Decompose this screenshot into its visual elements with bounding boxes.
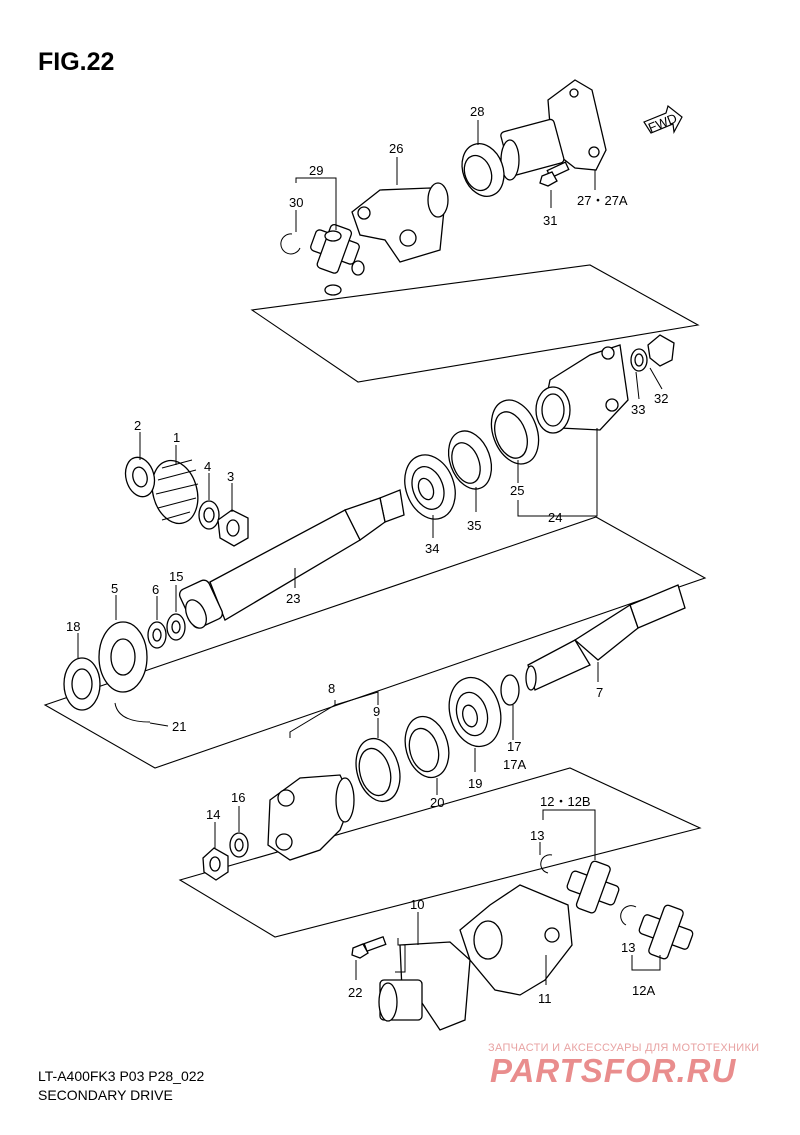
part-12-universal-joint xyxy=(566,860,620,914)
part-32-nut xyxy=(647,334,675,367)
callout-35: 35 xyxy=(467,518,481,533)
callout-12-12b: 12・12B xyxy=(540,794,591,809)
frame-upper xyxy=(250,264,700,383)
part-16-washer xyxy=(229,832,249,858)
callout-11: 11 xyxy=(538,991,552,1006)
part-25-seal xyxy=(490,399,540,465)
callout-labels: 1 2 3 4 5 6 7 8 9 10 11 12・12B 12A 13 13… xyxy=(66,104,668,1006)
callout-34: 34 xyxy=(425,541,439,556)
callout-28: 28 xyxy=(470,104,484,119)
part-14-nut xyxy=(202,847,229,881)
callout-12a: 12A xyxy=(632,983,655,998)
callout-30: 30 xyxy=(289,195,303,210)
part-30-circlip xyxy=(280,233,301,255)
part-5-gear xyxy=(98,621,148,693)
callout-8: 8 xyxy=(328,681,335,696)
callout-26: 26 xyxy=(389,141,403,156)
part-10-flange xyxy=(378,941,471,1031)
callout-14: 14 xyxy=(206,807,220,822)
callout-2: 2 xyxy=(134,418,141,433)
part-31-bolt xyxy=(539,161,570,187)
part-4-washer xyxy=(198,500,220,530)
callout-16: 16 xyxy=(231,790,245,805)
callout-15: 15 xyxy=(169,569,183,584)
part-35-seal xyxy=(447,430,493,490)
callout-20: 20 xyxy=(430,795,444,810)
watermark-tagline: ЗАПЧАСТИ И АКСЕССУАРЫ ДЛЯ МОТОТЕХНИКИ xyxy=(488,1042,760,1054)
part-9-seal xyxy=(355,737,401,803)
part-13-circlip-a xyxy=(540,854,553,874)
callout-19: 19 xyxy=(468,776,482,791)
callout-29: 29 xyxy=(309,163,323,178)
callout-21: 21 xyxy=(172,719,186,734)
callout-24: 24 xyxy=(548,510,562,525)
callout-9: 9 xyxy=(373,704,380,719)
leader-lines xyxy=(77,120,663,985)
part-6-washer xyxy=(147,621,167,649)
callout-31: 31 xyxy=(543,213,557,228)
frame-middle xyxy=(43,516,707,769)
callout-23: 23 xyxy=(286,591,300,606)
callout-32: 32 xyxy=(654,391,668,406)
callout-17: 17 xyxy=(507,739,521,754)
model-code: LT-A400FK3 P03 P28_022 xyxy=(38,1068,205,1084)
callout-13-upper: 13 xyxy=(530,828,544,843)
callout-17a: 17A xyxy=(503,757,526,772)
frame-lower xyxy=(178,767,702,938)
part-11-yoke xyxy=(459,884,573,996)
part-12a-universal-joint xyxy=(638,904,694,960)
callout-7: 7 xyxy=(596,685,603,700)
part-17-circlip xyxy=(500,674,520,706)
callout-1: 1 xyxy=(173,430,180,445)
callout-33: 33 xyxy=(631,402,645,417)
part-23-drive-shaft xyxy=(178,489,405,629)
part-34-bearing xyxy=(404,454,456,520)
part-15-washer xyxy=(166,613,186,641)
part-28-ring xyxy=(461,143,505,197)
part-2-washer xyxy=(124,456,156,498)
watermark-logo: PARTSFOR.RU xyxy=(490,1052,737,1089)
callout-27-27a: 27・27A xyxy=(577,193,628,208)
callout-18: 18 xyxy=(66,619,80,634)
part-24-coupling xyxy=(535,344,629,434)
part-19-bearing xyxy=(448,676,502,748)
callout-13-lower: 13 xyxy=(621,940,635,955)
part-22-bolt xyxy=(351,935,387,959)
callout-6: 6 xyxy=(152,582,159,597)
part-26-yoke xyxy=(351,182,449,263)
part-7-output-shaft xyxy=(525,584,686,691)
callout-5: 5 xyxy=(111,581,118,596)
figure-subtitle: SECONDARY DRIVE xyxy=(38,1087,173,1103)
fwd-arrow-icon: FWD xyxy=(643,104,683,135)
figure-title: FIG.22 xyxy=(38,48,115,76)
part-3-nut xyxy=(217,509,249,547)
callout-25: 25 xyxy=(510,483,524,498)
callout-10: 10 xyxy=(410,897,424,912)
part-33-washer xyxy=(630,348,648,372)
part-1-bevel-gear xyxy=(151,459,199,525)
part-13-circlip-b xyxy=(620,905,637,926)
callout-3: 3 xyxy=(227,469,234,484)
callout-4: 4 xyxy=(204,459,211,474)
part-27-flange-shaft xyxy=(500,79,607,181)
part-18-bearing xyxy=(63,657,101,711)
part-20-seal xyxy=(404,715,450,779)
part-8-yoke xyxy=(267,774,355,861)
part-29-universal-joint xyxy=(310,223,365,296)
callout-22: 22 xyxy=(348,985,362,1000)
part-21-circlip xyxy=(114,702,151,723)
